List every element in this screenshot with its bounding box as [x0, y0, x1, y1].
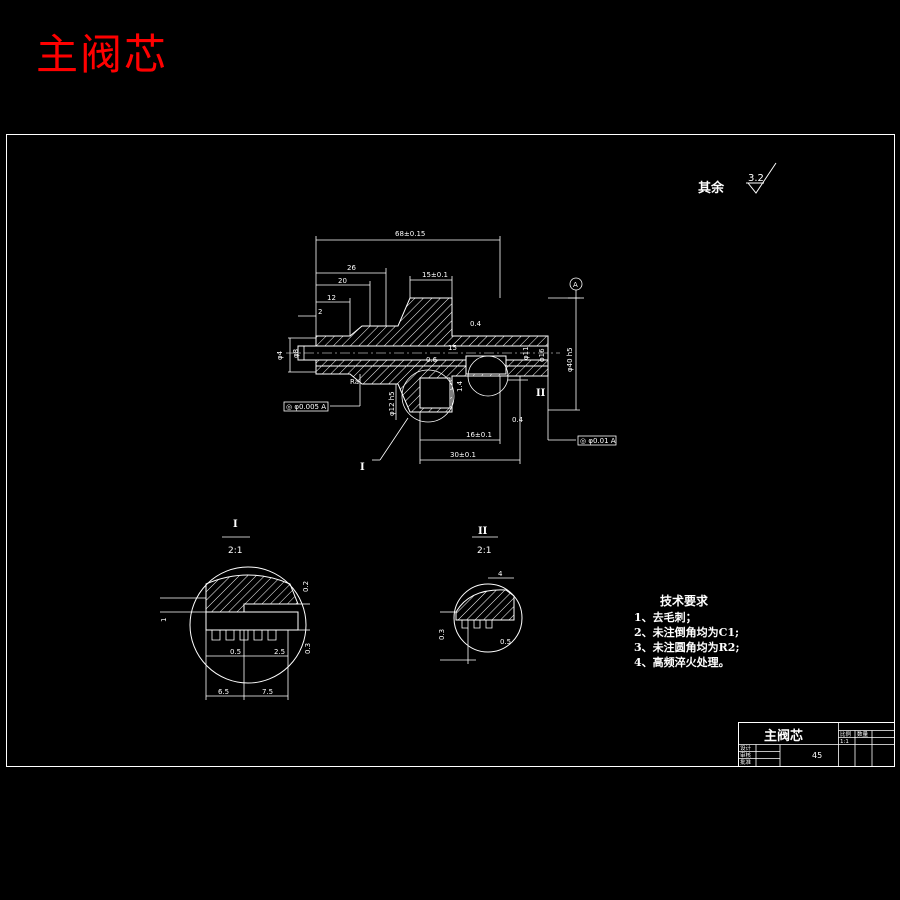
title-block-material: 45 — [812, 751, 822, 760]
dim-d16: φ16 — [538, 348, 546, 362]
tech-requirements-heading: 技术要求 — [660, 593, 709, 608]
page-title: 主阀芯 — [36, 30, 169, 79]
surface-finish-label: 其余 — [698, 180, 725, 196]
main-view: 68±0.15 26 20 12 2 15±0.1 16±0.1 30±0.1 … — [276, 230, 617, 473]
title-block-name: 主阀芯 — [764, 728, 803, 744]
dim-04b: 0.4 — [512, 416, 524, 424]
detail-II-dim-4: 4 — [498, 570, 503, 578]
title-block: 主阀芯 设计 审核 批准 比例 数量 1:1 45 — [738, 722, 895, 767]
dim-16: 16±0.1 — [466, 431, 492, 439]
detail-II-label: II — [478, 526, 488, 537]
dim-30: 30±0.1 — [450, 451, 476, 459]
detail-I-scale: 2:1 — [228, 546, 242, 556]
dim-20: 20 — [338, 277, 347, 285]
detail-I-dim-75: 7.5 — [262, 688, 273, 696]
dim-15: 15±0.1 — [422, 271, 448, 279]
detail-I-dim-03: 0.3 — [304, 643, 312, 654]
title-block-scale: 1:1 — [840, 739, 849, 745]
label-I: I — [360, 462, 365, 473]
tech-requirements: 技术要求 1、去毛刺； 2、未注倒角均为C1; 3、未注圆角均为R2; 4、高频… — [634, 593, 740, 669]
dim-06: 0.6 — [426, 356, 438, 364]
dim-26: 26 — [347, 264, 356, 272]
detail-I-dim-1: 1 — [160, 618, 168, 622]
detail-I-dim-02: 0.2 — [302, 581, 310, 592]
detail-II-dim-05: 0.5 — [500, 638, 511, 646]
detail-I-label: I — [233, 519, 238, 530]
tech-requirement-2: 2、未注倒角均为C1; — [634, 625, 739, 639]
surface-finish-note: 其余 3.2 — [698, 162, 777, 196]
detail-I-dim-05: 0.5 — [230, 648, 241, 656]
tech-requirement-1: 1、去毛刺； — [634, 610, 697, 624]
datum-label: A — [573, 281, 578, 289]
dim-04: 0.4 — [470, 320, 482, 328]
detail-II-scale: 2:1 — [477, 546, 491, 556]
title-block-col1: 比例 — [840, 730, 852, 738]
label-II: II — [536, 388, 546, 399]
surface-finish-value: 3.2 — [748, 173, 764, 184]
title-block-row2: 审核 — [740, 751, 752, 759]
dim-d8: φ8 — [292, 349, 300, 358]
dim-15b: 15 — [448, 344, 457, 352]
roughness-symbol-icon — [747, 162, 777, 194]
detail-II: II 2:1 4 0.3 0.5 — [438, 526, 523, 664]
dim-d12: φ12 h5 — [388, 391, 396, 416]
detail-II-dim-3: 0.3 — [438, 629, 446, 640]
title-block-col2: 数量 — [857, 730, 869, 738]
drawing-frame — [6, 134, 895, 767]
dim-12: 12 — [327, 294, 336, 302]
dim-2: 2 — [318, 308, 322, 316]
detail-I-dim-65: 6.5 — [218, 688, 229, 696]
detail-I-dim-25: 2.5 — [274, 648, 285, 656]
dim-d40: φ40 h5 — [566, 347, 574, 372]
tolerance-right: ◎ φ0.01 A — [580, 437, 616, 445]
title-block-row3: 批准 — [740, 758, 752, 766]
tech-requirement-4: 4、高频淬火处理。 — [634, 655, 730, 669]
tech-requirement-3: 3、未注圆角均为R2; — [634, 640, 740, 654]
dim-d11: φ11 — [522, 346, 530, 360]
dim-ang: Ra — [350, 378, 359, 386]
tolerance-left: ◎ φ0.005 A — [286, 403, 326, 411]
dim-14: 1.4 — [456, 380, 464, 392]
dim-overall: 68±0.15 — [395, 230, 425, 238]
dim-d4: φ4 — [276, 350, 284, 360]
title-block-row1: 设计 — [740, 744, 752, 752]
detail-I: I 2:1 1 0.2 0.3 0.5 — [160, 519, 312, 700]
